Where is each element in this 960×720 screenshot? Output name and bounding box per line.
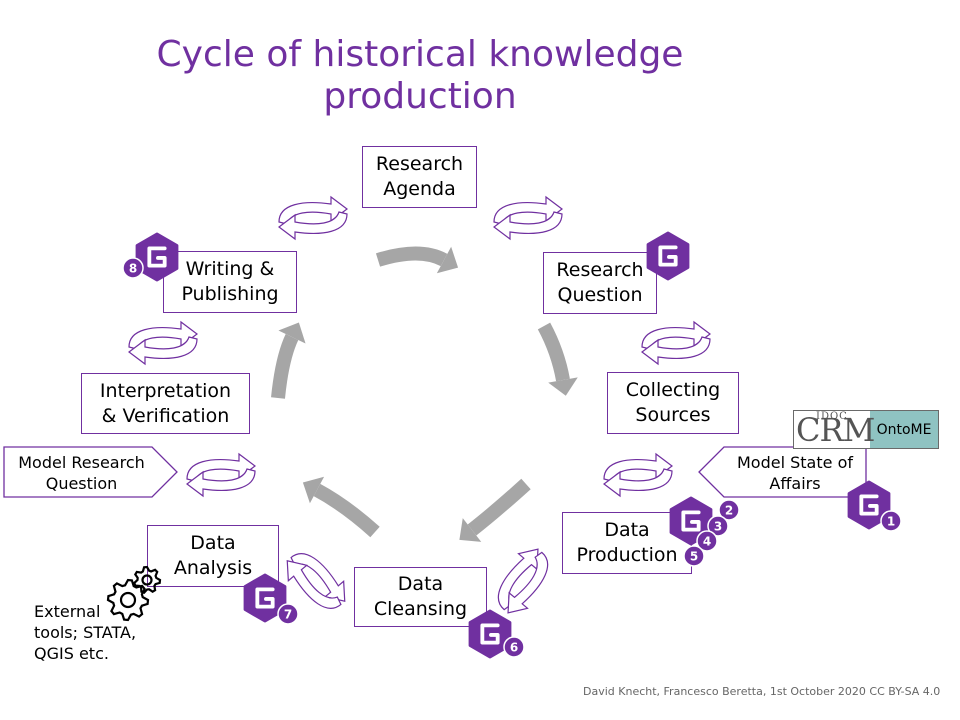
box-research-question: Research Question: [543, 252, 657, 314]
exchange-icon-model-state-of-affairs: [603, 452, 673, 498]
exchange-icon-interpretation: [128, 320, 198, 366]
model-research-question-label: Model Research Question: [18, 453, 145, 493]
arrow-question-to-sources: [537, 322, 578, 396]
exchange-icon-analysis-cleansing: [286, 553, 346, 609]
box-collecting-sources: Collecting Sources: [607, 372, 739, 434]
arrow-interpretation-to-writing: [271, 322, 306, 399]
diagram-title: Cycle of historical knowledge production: [156, 34, 684, 117]
box-research-agenda: Research Agenda: [362, 146, 477, 208]
arrow-agenda-to-question: [375, 246, 459, 274]
external-tools-label: External tools; STATA, QGIS etc.: [34, 602, 137, 663]
exchange-icon-model-research-question: [186, 452, 256, 498]
exchange-icon-cleansing-production: [497, 548, 549, 614]
box-writing-publishing: Writing & Publishing: [163, 251, 297, 313]
arrow-cleansing-to-analysis: [302, 476, 380, 538]
exchange-icons: [128, 195, 711, 614]
arrow-sources-to-production: [459, 478, 531, 542]
exchange-icon-question-sources: [641, 320, 711, 366]
ontome-logo: OntoME: [870, 411, 938, 448]
box-data-analysis: Data Analysis: [147, 525, 279, 587]
exchange-icon-agenda-question: [493, 195, 563, 241]
cidoc-crm-logo: CRM IDOC: [794, 411, 875, 449]
model-state-of-affairs-label: Model State of Affairs: [737, 453, 853, 493]
box-interpretation-verification: Interpretation & Verification: [81, 373, 250, 434]
box-data-production: Data Production: [562, 512, 692, 574]
cidoc-crm-ontome-logo: CRM IDOC OntoME: [793, 410, 939, 449]
exchange-icon-writing-agenda: [278, 195, 348, 241]
box-data-cleansing: Data Cleansing: [354, 567, 487, 627]
cycle-arrows: [271, 246, 578, 542]
credit-line: David Knecht, Francesco Beretta, 1st Oct…: [583, 685, 941, 698]
